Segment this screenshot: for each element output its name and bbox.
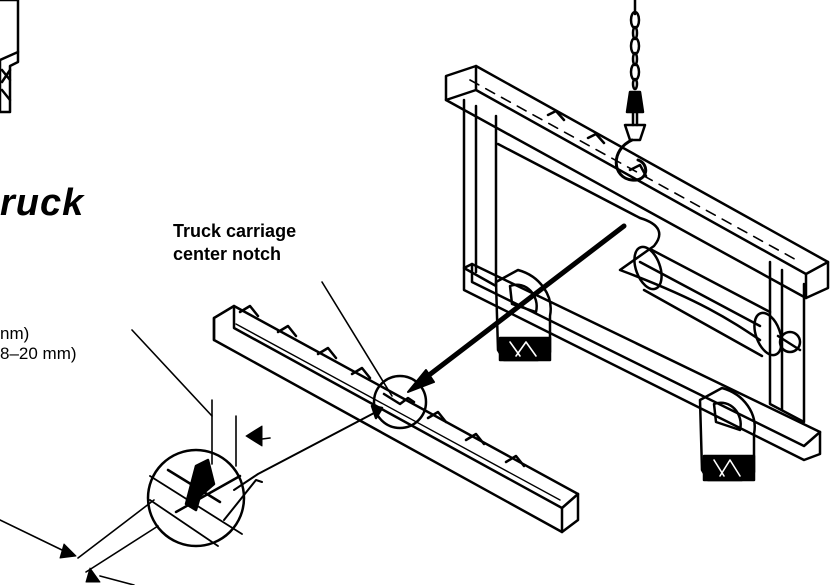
partial-truck-fragment [0, 0, 20, 114]
magnifier-leader-arrows [223, 404, 384, 521]
callout-leader-line [321, 281, 393, 397]
magnifier-small [372, 374, 428, 430]
notch-callout-label: Truck carriage center notch [173, 220, 296, 266]
dimension-label-2: 8–20 mm) [0, 344, 77, 363]
center-arrow [407, 223, 627, 393]
notched-bar [212, 304, 580, 534]
section-heading-fragment: ruck [0, 182, 85, 224]
dimension-label-1: nm) [0, 324, 30, 343]
magnifier-large [146, 448, 246, 548]
callout-line-1: Truck carriage [173, 221, 297, 241]
callout-line-2: center notch [173, 244, 282, 264]
lifting-chain [614, 0, 648, 182]
dimension-lines [0, 329, 271, 585]
fork-carriage [444, 64, 830, 482]
